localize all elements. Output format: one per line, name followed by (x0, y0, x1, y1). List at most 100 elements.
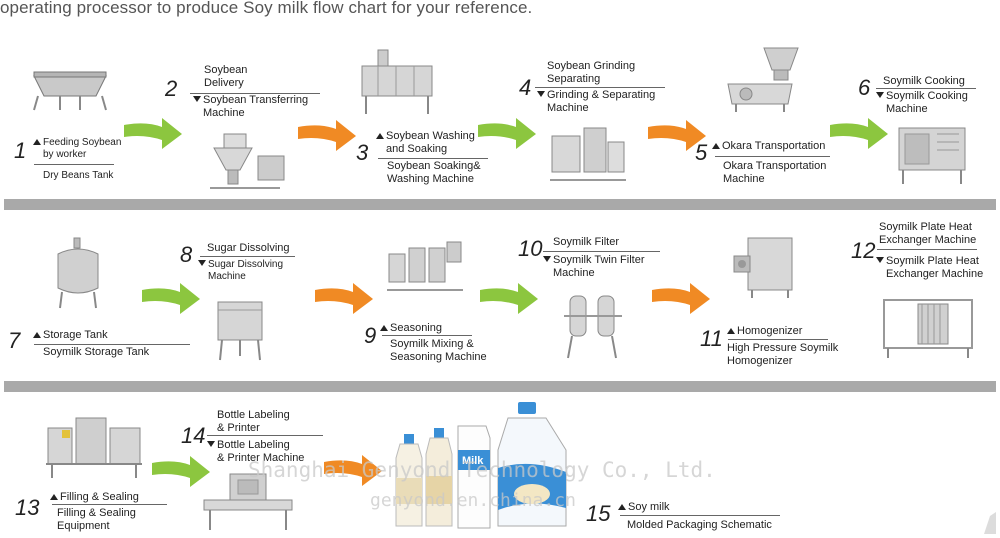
row-divider-2 (4, 381, 996, 392)
triangle-down-icon (193, 96, 201, 102)
step-13-rule (52, 504, 167, 505)
storage-tank-image (57, 237, 99, 309)
step-15-number: 15 (586, 501, 611, 526)
step-7-number: 7 (8, 328, 21, 353)
step-7-machine: Soymilk Storage Tank (43, 346, 150, 358)
step-2-rule (190, 93, 320, 94)
step-11-title: Homogenizer (727, 325, 802, 338)
soymilk-cooking-machine-image (898, 127, 966, 184)
step-10-rule (543, 251, 660, 252)
triangle-up-icon (33, 139, 41, 145)
step-9-title: Seasoning (380, 322, 442, 335)
step-3-title: Soybean Washing and Soaking (376, 130, 475, 156)
triangle-up-icon (33, 332, 41, 338)
step-10-machine: Soymilk Twin Filter Machine (543, 254, 644, 280)
step-14-machine: Bottle Labeling & Printer Machine (207, 439, 304, 465)
step-6-machine: Soymilk Cooking Machine (876, 90, 968, 116)
plate-heat-exchanger-image (883, 299, 973, 358)
bottle-labeling-machine-image (203, 473, 293, 530)
triangle-down-icon (543, 256, 551, 262)
step-11-rule (728, 339, 828, 340)
orange-arrow-icon (648, 120, 706, 151)
triangle-up-icon (618, 504, 626, 510)
green-arrow-icon (152, 456, 210, 487)
step-5-machine: Okara Transportation Machine (723, 160, 827, 185)
step-3-machine: Soybean Soaking& Washing Machine (387, 160, 481, 185)
step-5-number: 5 (695, 140, 708, 165)
step-3-number: 3 (356, 140, 369, 165)
step-4-number: 4 (519, 75, 532, 100)
triangle-up-icon (50, 494, 58, 500)
step-8-title: Sugar Dissolving (207, 242, 290, 254)
row-divider-1 (4, 199, 996, 210)
step-1-number: 1 (14, 138, 27, 163)
step-12-number: 12 (851, 238, 876, 263)
filling-sealing-equipment-image (46, 417, 142, 478)
watermark-company: Shanghai Genyond Technology Co., Ltd. (248, 458, 716, 482)
step-1-title: Feeding Soybean by worker (33, 137, 121, 161)
triangle-up-icon (380, 325, 388, 331)
orange-arrow-icon (324, 455, 382, 486)
triangle-up-icon (712, 143, 720, 149)
step-1-rule (34, 164, 114, 165)
step-6-title: Soymilk Cooking (883, 75, 965, 87)
sugar-dissolving-machine-image (217, 301, 263, 361)
step-8-rule (200, 256, 295, 257)
triangle-down-icon (537, 91, 545, 97)
carton-label: Milk (462, 455, 484, 467)
step-7-title: Storage Tank (33, 329, 108, 342)
triangle-down-icon (876, 92, 884, 98)
soymilk-mixing-seasoning-machine-image (387, 241, 463, 291)
step-4-machine: Grinding & Separating Machine (537, 89, 655, 115)
step-5-title: Okara Transportation (712, 140, 825, 153)
watermark-url: genyond.en.china.cn (370, 490, 576, 511)
step-13-title: Filling & Sealing (50, 491, 139, 504)
triangle-down-icon (198, 260, 206, 266)
step-5-rule (715, 156, 830, 157)
page-header: operating processor to produce Soy milk … (0, 0, 533, 17)
step-11-machine: High Pressure Soymilk Homogenizer (727, 342, 839, 367)
step-13-number: 13 (15, 495, 40, 520)
step-15-rule (620, 515, 780, 516)
step-14-number: 14 (181, 423, 206, 448)
step-2-title: Soybean Delivery (204, 64, 248, 89)
okara-transportation-machine-image (727, 47, 799, 112)
step-14-title: Bottle Labeling & Printer (217, 409, 290, 434)
step-15-title: Soy milk (618, 501, 670, 514)
step-7-rule (34, 344, 190, 345)
orange-arrow-icon (652, 283, 710, 314)
orange-arrow-icon (315, 283, 373, 314)
step-12-rule (877, 249, 977, 250)
step-9-number: 9 (364, 323, 377, 348)
homogenizer-image (733, 237, 793, 298)
step-4-rule (535, 87, 665, 88)
soybean-transferring-machine-image (210, 133, 285, 189)
step-11-number: 11 (700, 326, 723, 351)
soybean-washing-machine-image (361, 49, 433, 114)
green-arrow-icon (480, 283, 538, 314)
step-4-title: Soybean Grinding Separating (547, 60, 636, 85)
corner-mark-icon (984, 512, 996, 534)
step-2-machine: Soybean Transferring Machine (193, 94, 308, 120)
step-6-number: 6 (858, 75, 871, 100)
green-arrow-icon (478, 118, 536, 149)
step-15-machine: Molded Packaging Schematic (627, 519, 772, 531)
step-10-number: 10 (518, 236, 543, 261)
step-12-machine: Soymilk Plate Heat Exchanger Machine (876, 255, 983, 281)
step-9-rule (382, 335, 472, 336)
step-12-title: Soymilk Plate Heat Exchanger Machine (879, 221, 977, 246)
step-13-machine: Filling & Sealing Equipment (57, 507, 136, 532)
step-8-number: 8 (180, 242, 193, 267)
soy-milk-bottles-image: Milk (395, 402, 567, 529)
orange-arrow-icon (298, 120, 356, 151)
triangle-down-icon (207, 441, 215, 447)
step-9-machine: Soymilk Mixing & Seasoning Machine (390, 338, 487, 363)
step-10-title: Soymilk Filter (553, 236, 620, 248)
triangle-down-icon (876, 257, 884, 263)
triangle-up-icon (376, 133, 384, 139)
step-8-machine: Sugar Dissolving Machine (198, 259, 283, 283)
soymilk-twin-filter-machine-image (564, 295, 622, 359)
green-arrow-icon (142, 283, 200, 314)
triangle-up-icon (727, 328, 735, 334)
step-1-machine: Dry Beans Tank (43, 170, 114, 181)
